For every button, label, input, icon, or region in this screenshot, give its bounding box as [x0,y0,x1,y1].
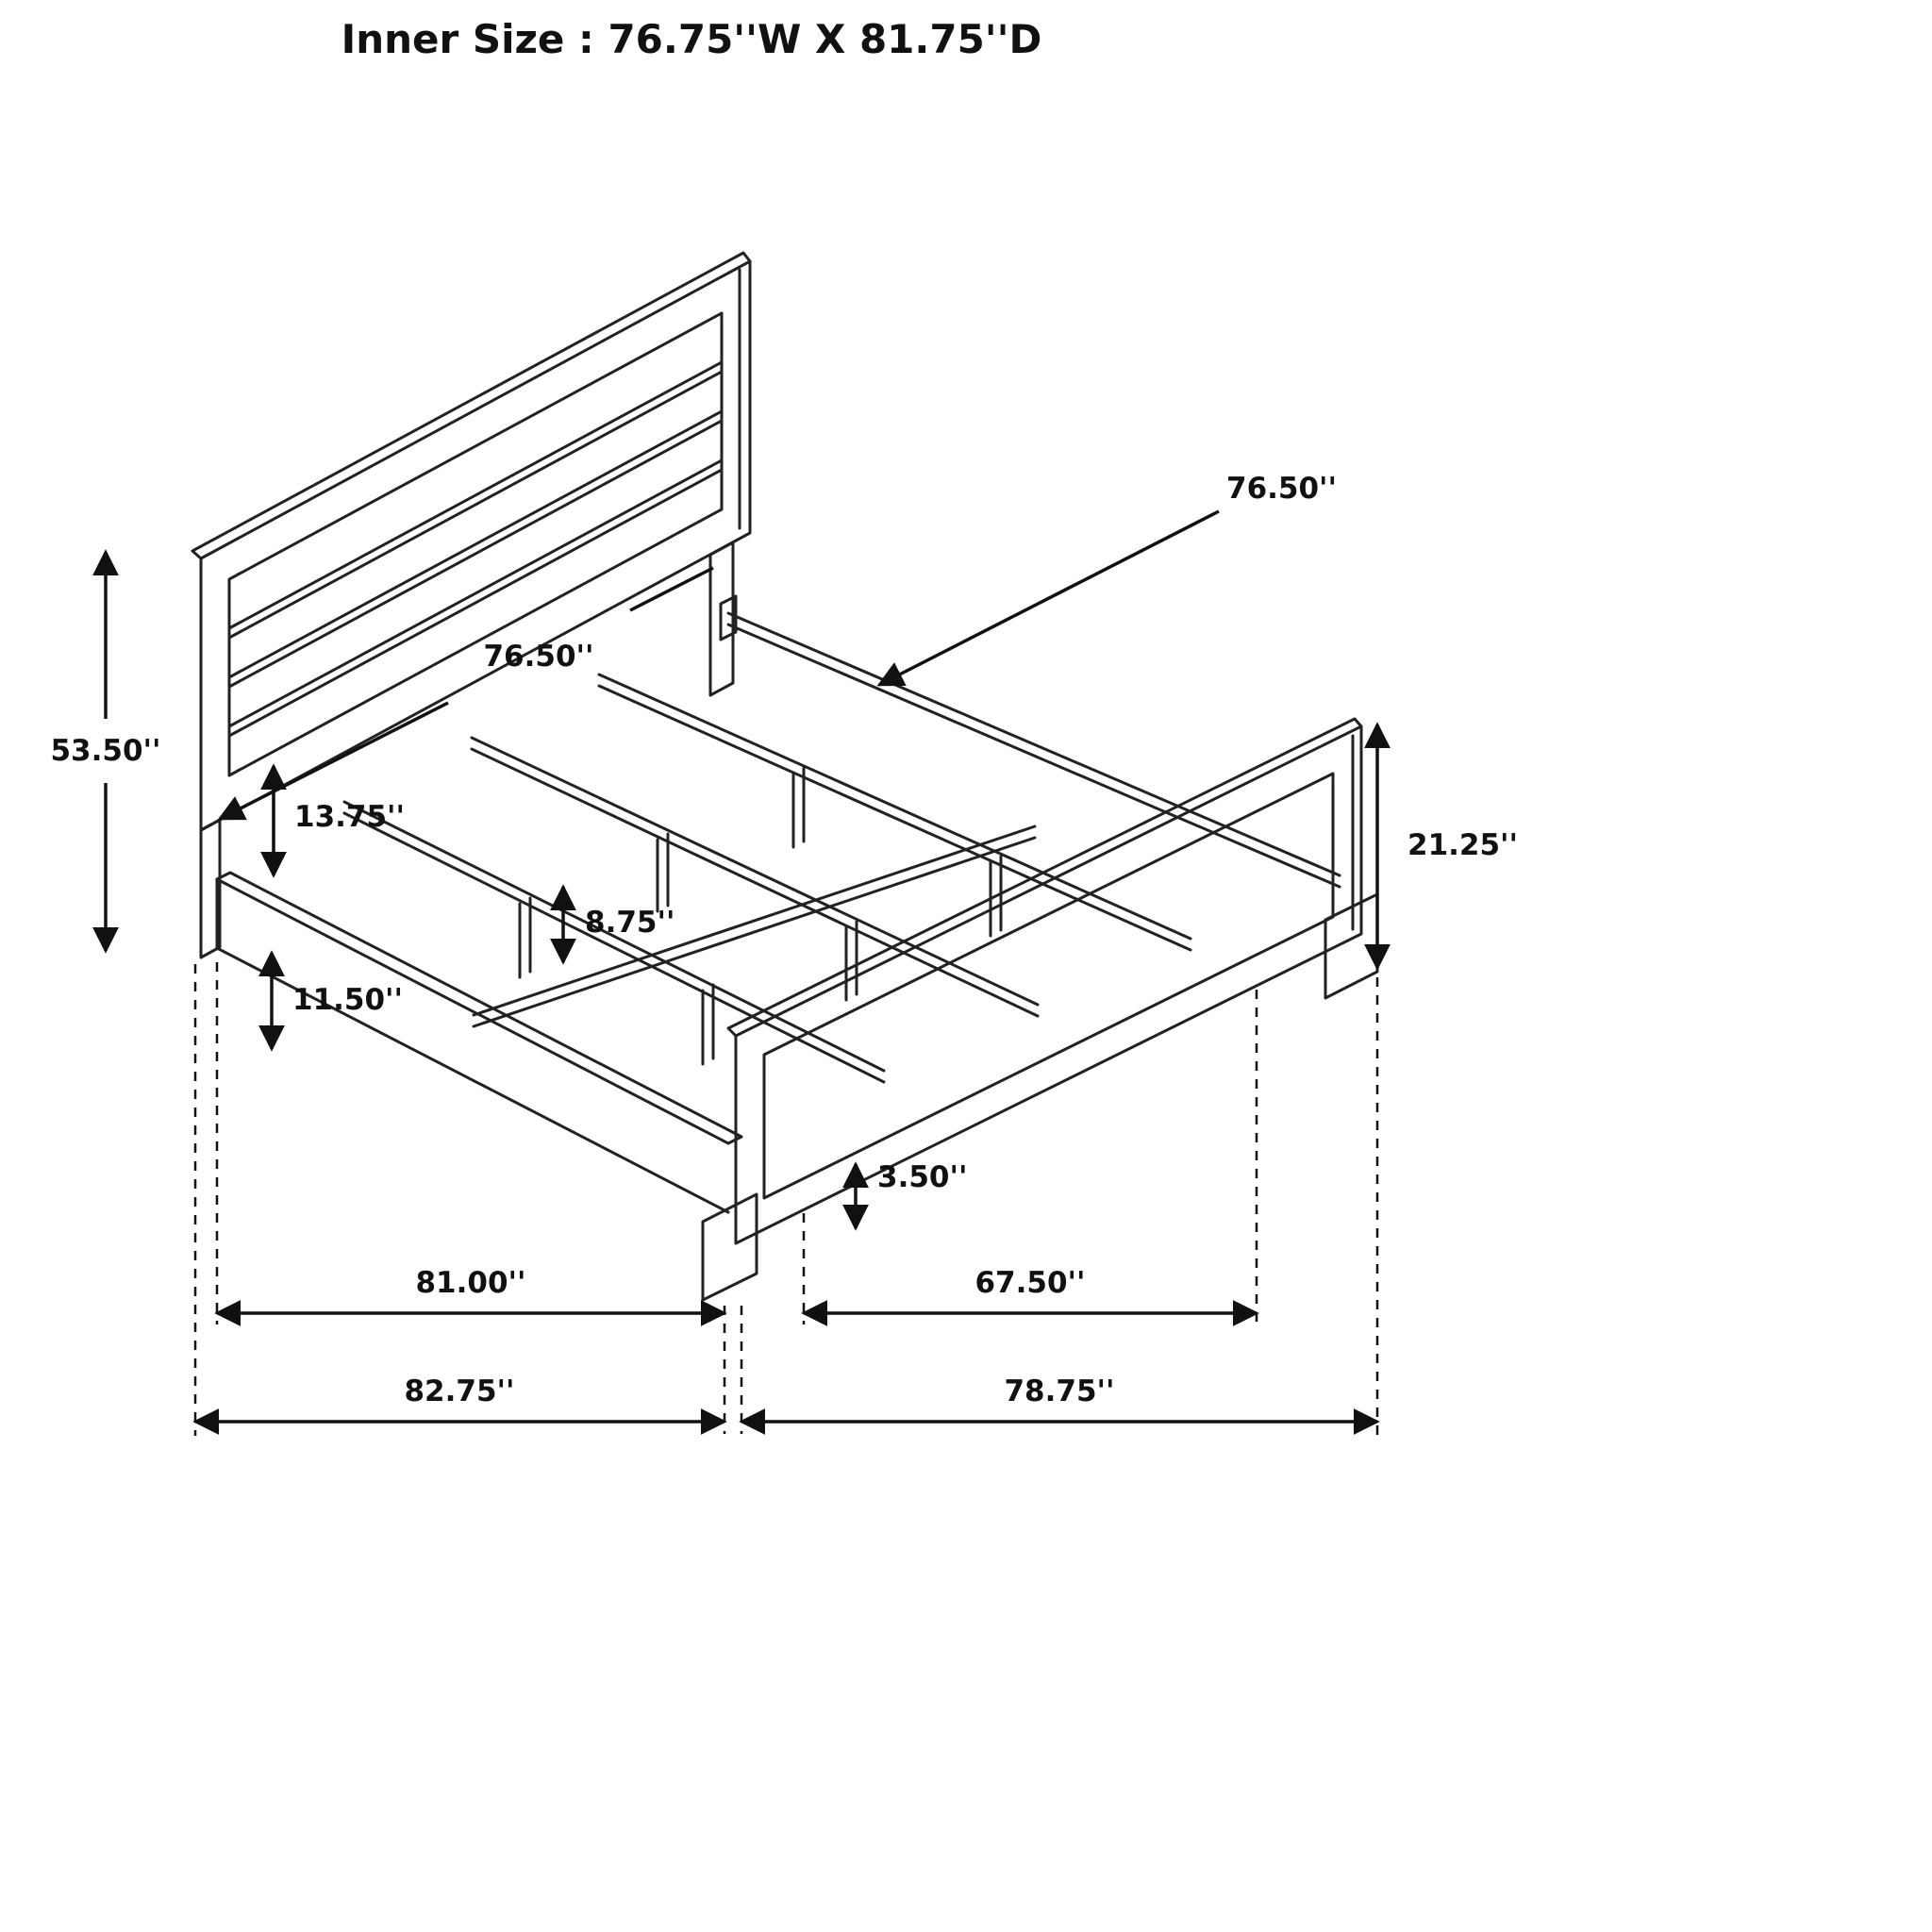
center-cross-rail [472,824,1037,1028]
headboard-outer-panel [199,259,752,832]
label-headboard-height: 53.50'' [50,734,160,768]
label-rail-callout: 76.50'' [1226,472,1337,506]
headboard-slat-grooves [227,360,724,738]
back-side-rail [719,594,1341,889]
leader-headboard-width-b [217,701,449,821]
label-rail-clearance: 11.50'' [292,983,403,1017]
label-footboard-height: 21.25'' [1407,828,1518,862]
dimension-lines [92,509,1391,1435]
headboard-inner-panel [227,311,724,777]
headboard [191,251,752,959]
dimension-labels: 76.50'' 76.50'' 53.50'' 13.75'' 11.50'' … [50,472,1518,1408]
footboard-top-bevel [726,717,1363,1038]
support-rail-lines [342,673,1192,1084]
label-overall-depth-right: 78.75'' [1004,1374,1114,1408]
front-side-rail [215,871,743,1214]
label-support-leg: 8.75'' [585,906,675,940]
side-rails [215,594,1341,1214]
label-foot-height: 3.50'' [877,1160,967,1194]
label-panel-clearance: 13.75'' [294,800,405,834]
footboard-outer-panel [734,724,1363,1245]
headboard-legs [199,541,735,959]
diagram-title: Inner Size : 76.75''W X 81.75''D [341,16,1042,62]
headboard-top-bevel [191,251,752,560]
leader-rail-callout [876,509,1220,687]
footboard [701,717,1379,1302]
extension-lines [193,962,1379,1436]
label-side-rail-length: 81.00'' [415,1266,525,1300]
footboard-feet [701,892,1379,1302]
label-headboard-width: 76.50'' [483,640,593,674]
label-footboard-panel-width: 67.50'' [974,1266,1085,1300]
label-overall-depth-left: 82.75'' [404,1374,514,1408]
leader-headboard-width-a [629,566,714,612]
